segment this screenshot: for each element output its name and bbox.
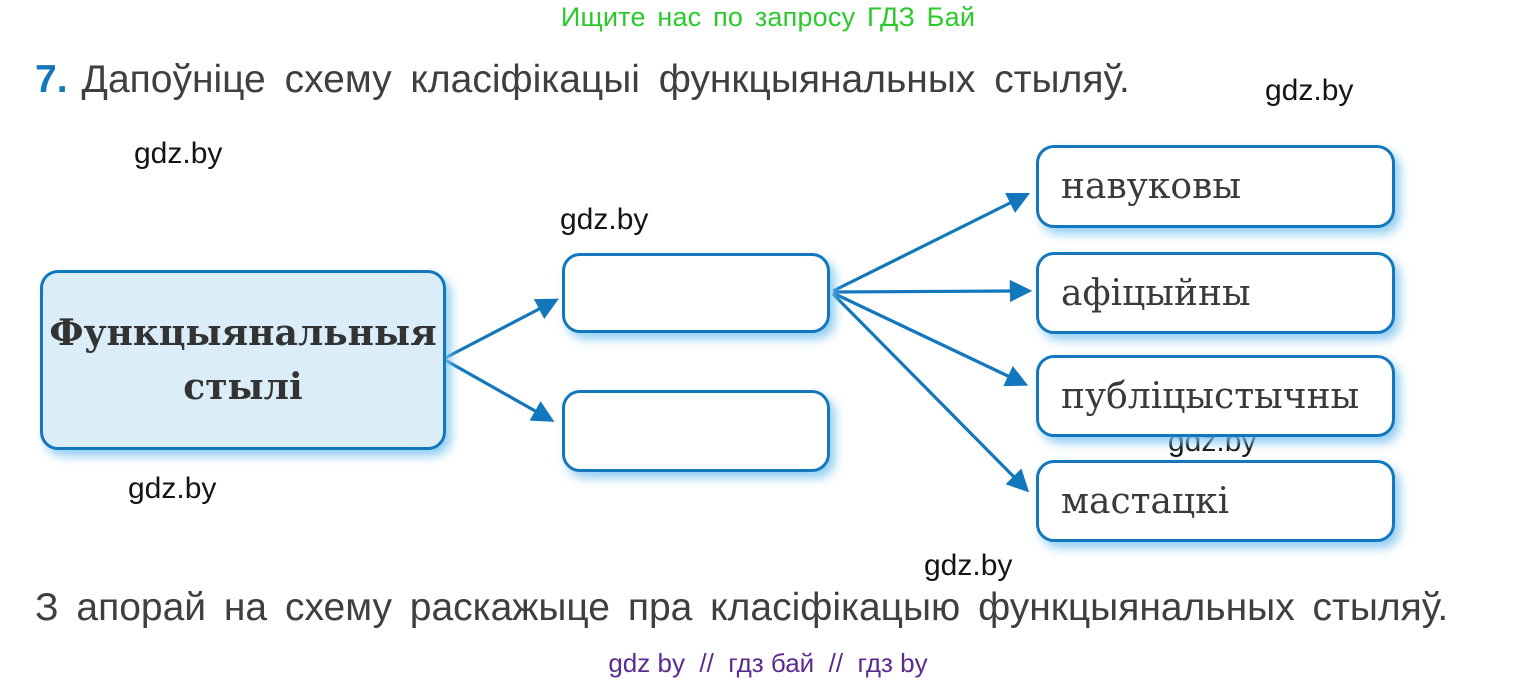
watermark-below-root-box: gdz.by: [128, 472, 217, 505]
watermark-title-right: gdz.by: [1265, 74, 1354, 107]
watermark-bottom-middle: gdz.by: [924, 549, 1013, 582]
footer-links: gdz by // гдз бай // гдз by: [608, 648, 928, 678]
leaf-box-mastatski: мастацкі: [1036, 460, 1395, 542]
answer-box-empty-2[interactable]: [562, 390, 830, 472]
arrow-root-to-middle-1: [444, 298, 559, 360]
root-box-label: Функцыянальныя стылі: [49, 306, 436, 414]
task-title: Дапоўніце схему класіфікацыі функцыяналь…: [81, 58, 1130, 101]
arrow-middle-to-leaf-2: [832, 279, 1033, 303]
leaf-box-afitsyiny: афіцыйны: [1036, 252, 1395, 334]
promo-banner: Ищите нас по запросу ГДЗ Бай: [560, 2, 976, 32]
leaf-box-navukovy: навуковы: [1036, 145, 1395, 228]
watermark-above-middle-box: gdz.by: [560, 203, 649, 236]
task-number: 7.: [35, 58, 68, 101]
root-box-label-line2: стылі: [183, 366, 303, 408]
arrow-root-to-middle-2: [444, 358, 555, 422]
task-title-line: 7. Дапоўніце схему класіфікацыі функцыяна…: [35, 58, 1130, 102]
root-box-functional-styles: Функцыянальныя стылі: [40, 270, 446, 450]
arrow-middle-to-leaf-1: [832, 192, 1031, 293]
root-box-label-line1: Функцыянальныя: [49, 312, 437, 354]
arrow-middle-to-leaf-4: [831, 292, 1030, 493]
watermark-top-left: gdz.by: [134, 137, 223, 170]
arrow-middle-to-leaf-3: [832, 291, 1029, 387]
answer-box-empty-1[interactable]: [562, 253, 830, 333]
leaf-box-publitsystychny: публіцыстычны: [1036, 355, 1395, 437]
instruction-text: З апорай на схему раскажыце пра класіфік…: [35, 586, 1449, 629]
